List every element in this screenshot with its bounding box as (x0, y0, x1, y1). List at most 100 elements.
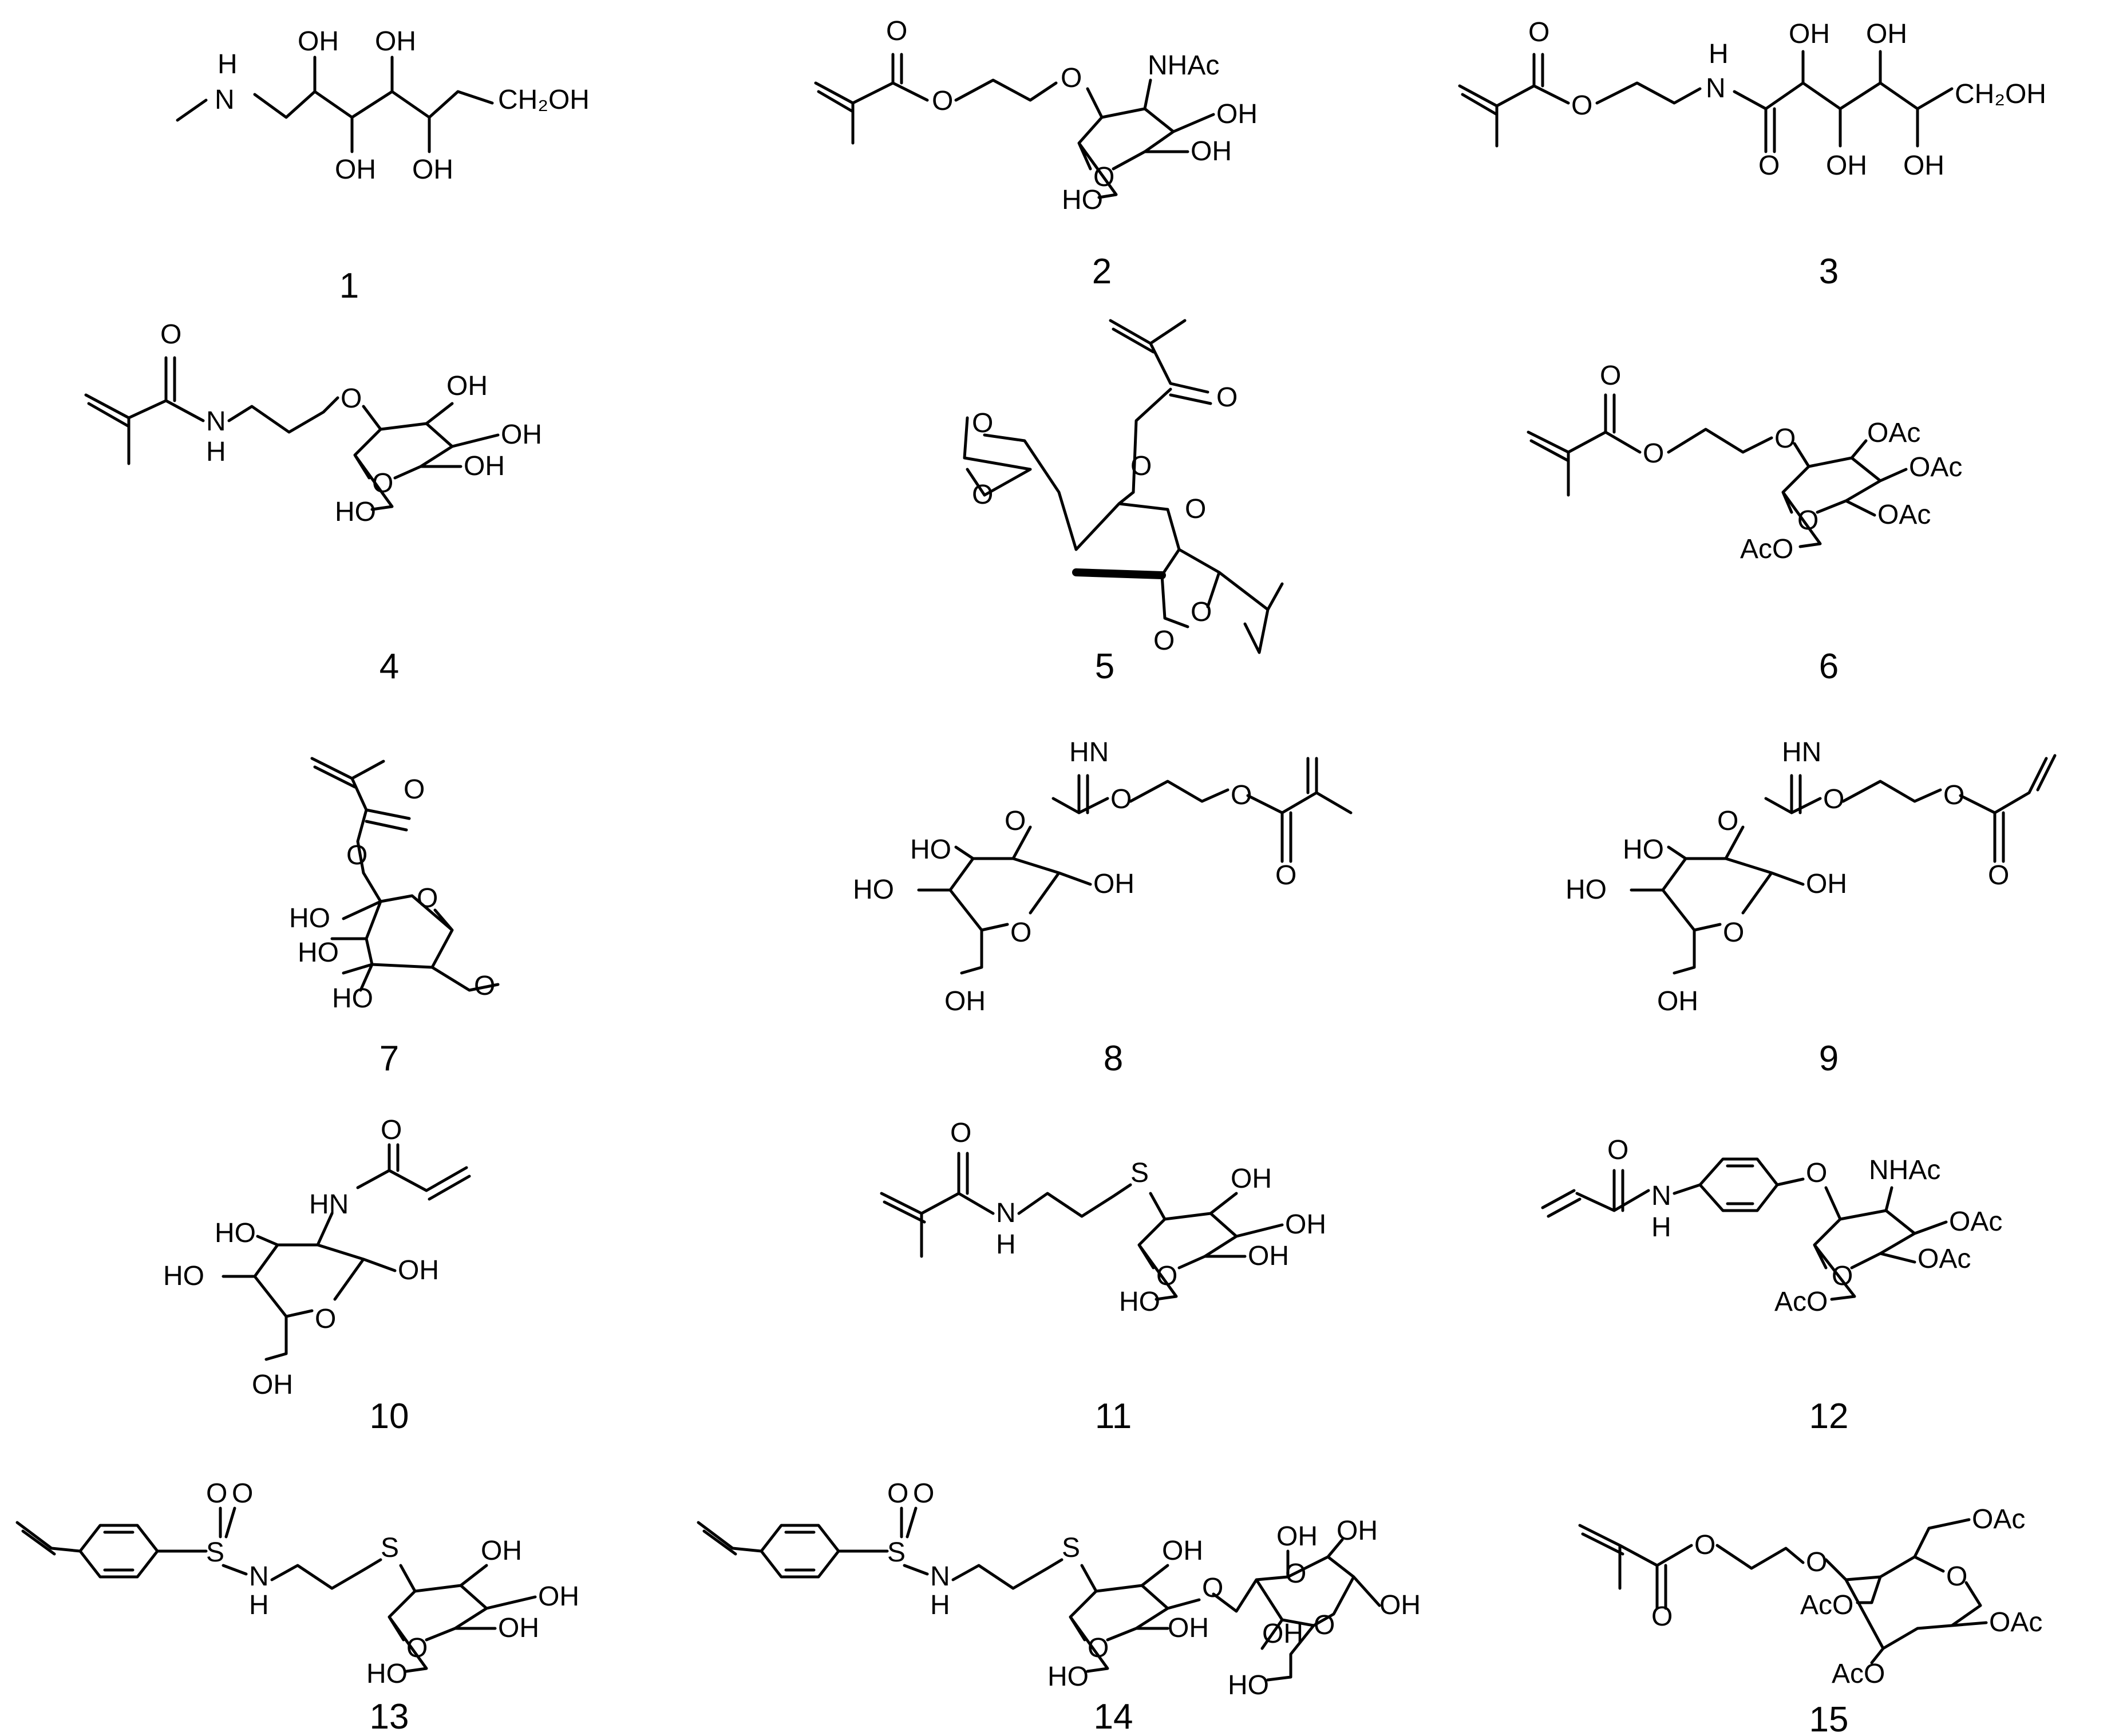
atom-label: H (996, 1229, 1016, 1260)
atom-label: OAc (1909, 452, 1962, 483)
atom-label: OH (335, 155, 376, 185)
atom-label: O (1797, 505, 1818, 536)
atom-label: OAc (1867, 418, 1920, 448)
atom-label: O (346, 840, 367, 871)
atom-label: OH (538, 1581, 579, 1612)
atom-label: OAc (1972, 1504, 2025, 1535)
atom-label: OH (1379, 1590, 1421, 1620)
atom-label: AcO (1800, 1590, 1853, 1620)
compound-2: O O O NHAc OH OH O HO 2 (814, 16, 1258, 291)
atom-label: HO (298, 938, 339, 968)
compound-number: 14 (1094, 1697, 1133, 1736)
atom-label: HO (1565, 875, 1607, 905)
atom-label: O (381, 1115, 402, 1145)
atom-label: O (1774, 424, 1796, 454)
atom-label: O (1607, 1135, 1628, 1165)
atom-label: O (1231, 780, 1252, 810)
atom-label: O (950, 1118, 971, 1148)
atom-label: OH (298, 26, 339, 57)
atom-label: OH (1789, 19, 1830, 49)
compound-12: O N H O NHAc OAc OAc O AcO 12 (1541, 1135, 2002, 1436)
atom-label: O (1943, 780, 1964, 810)
atom-label: O (1093, 162, 1114, 192)
atom-label: HO (910, 835, 951, 865)
atom-label: O (1202, 1573, 1223, 1603)
compound-number: 2 (1092, 252, 1112, 291)
atom-label: O (1643, 438, 1664, 469)
atom-label: O (1832, 1261, 1853, 1291)
atom-label: O (406, 1633, 428, 1663)
atom-label: AcO (1832, 1659, 1885, 1689)
atom-label: OH (1903, 151, 1944, 181)
atom-label: HO (1062, 185, 1103, 215)
atom-label: N (249, 1561, 269, 1592)
atom-label: HN (1782, 737, 1821, 768)
atom-label: O (1806, 1158, 1827, 1188)
atom-label: O (1571, 90, 1592, 121)
compound-15: O O O OAc O AcO OAc AcO 15 (1578, 1504, 2042, 1736)
atom-label: HO (163, 1261, 204, 1291)
compound-8: O HN O O O HO OH HO O OH 8 (853, 737, 1353, 1078)
atom-label: O (1275, 860, 1296, 891)
atom-label: OH (446, 371, 488, 401)
compound-7: O O HO O HO HO O 7 (289, 757, 500, 1078)
atom-label: HO (1623, 835, 1664, 865)
atom-label: OH (1248, 1241, 1289, 1271)
atom-label: HO (366, 1659, 408, 1689)
compound-number: 5 (1095, 647, 1114, 686)
atom-label: S (381, 1533, 399, 1563)
compound-number: 15 (1809, 1700, 1849, 1736)
atom-label: O (1723, 918, 1744, 948)
atom-label: H (930, 1590, 950, 1620)
atom-label: HN (1069, 737, 1109, 768)
compound-1: H N OH OH OH OH CH₂OH 1 (176, 26, 590, 306)
atom-label: HO (335, 497, 376, 527)
compound-number: 4 (379, 647, 399, 686)
atom-label: O (1061, 63, 1082, 93)
compound-11: O N H S OH OH OH O HO 11 (880, 1118, 1326, 1436)
compound-number: 3 (1819, 252, 1839, 291)
compound-14: O O S N H S OH OH OH O O OH OH OH O O HO… (697, 1478, 1421, 1736)
atom-label: O (1010, 918, 1031, 948)
atom-label: O (160, 319, 181, 350)
atom-label: O (886, 16, 907, 46)
atom-label: H (206, 437, 226, 467)
atom-label: O (1110, 784, 1132, 814)
compound-number: 1 (339, 266, 359, 306)
atom-label: OH (944, 986, 986, 1017)
atom-label: OH (375, 26, 416, 57)
compound-9: O HN O O O HO OH HO O OH 9 (1565, 737, 2057, 1078)
atom-label: S (1062, 1533, 1080, 1563)
atom-label: O (1823, 784, 1844, 814)
atom-label: OH (1866, 19, 1907, 49)
atom-label: O (1216, 382, 1238, 413)
atom-label: HN (309, 1189, 349, 1220)
atom-label: O (1153, 626, 1175, 656)
compound-number: 11 (1095, 1397, 1132, 1436)
atom-label: O (1651, 1601, 1673, 1632)
atom-label: O (1528, 17, 1549, 48)
atom-label: OH (464, 451, 505, 481)
atom-label: OH (1168, 1613, 1209, 1643)
atom-label: O (1806, 1547, 1827, 1577)
atom-label: OH (481, 1536, 522, 1566)
compound-number: 8 (1104, 1039, 1123, 1078)
atom-label: N (215, 85, 235, 115)
atom-label: NHAc (1869, 1155, 1940, 1185)
atom-label: O (404, 774, 425, 805)
atom-label: OH (501, 420, 542, 450)
atom-label: H (218, 49, 238, 80)
atom-label: OH (1262, 1619, 1303, 1649)
atom-label: OAc (1989, 1607, 2042, 1638)
compound-6: O O O OAc OAc OAc O AcO 6 (1527, 361, 1962, 686)
atom-label: OH (1162, 1536, 1203, 1566)
atom-label: O (1758, 151, 1780, 181)
atom-label: O (1130, 451, 1152, 481)
compound-number: 7 (379, 1039, 399, 1078)
compound-10: O HN HO OH HO O OH 10 (163, 1115, 471, 1436)
atom-label: H (1709, 39, 1729, 69)
atom-label: S (1130, 1158, 1149, 1188)
atom-label: OH (1657, 986, 1698, 1017)
atom-label: OAc (1877, 500, 1931, 530)
